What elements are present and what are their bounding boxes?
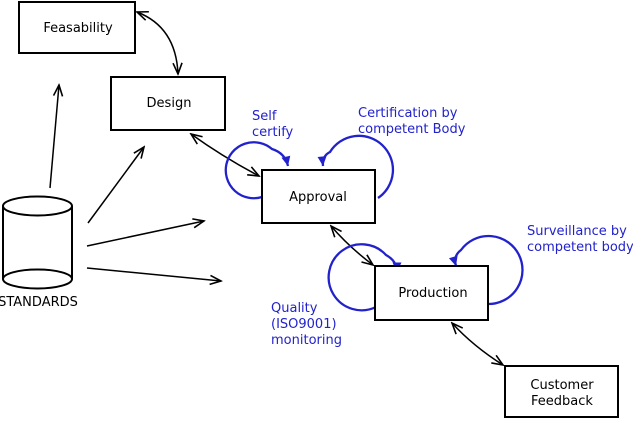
edges-black (49, 12, 503, 365)
approval-label: Approval (289, 190, 347, 205)
customer-feedback-box (504, 365, 619, 418)
edge-standards-approval (86, 221, 204, 247)
surveillance-line2: competent body (527, 240, 633, 255)
quality-line3: monitoring (271, 333, 342, 348)
surveillance-line1: Surveillance by (527, 224, 627, 239)
edge-standards-feasability (49, 85, 59, 189)
quality-line1: Quality (271, 301, 318, 316)
edge-standards-production (86, 267, 221, 281)
node-design: Design (110, 76, 226, 131)
production-label: Production (398, 286, 467, 301)
standards-cylinder-top (2, 195, 73, 217)
annotation-quality-monitoring: Quality (ISO9001) monitoring (271, 301, 342, 348)
production-box (374, 265, 489, 321)
feasability-box (18, 1, 136, 54)
loop-surveillance (448, 234, 524, 306)
quality-line2: (ISO9001) (271, 317, 337, 332)
approval-box (261, 169, 376, 224)
edge-feasability-design (137, 12, 178, 74)
standards-label: STANDARDS (0, 295, 78, 310)
customer-feedback-label-line1: Customer (530, 378, 594, 393)
standards-cylinder-bottom (2, 268, 73, 290)
edge-design-approval (191, 134, 259, 176)
annotation-self-certify: Self certify (252, 109, 294, 140)
certification-line2: competent Body (358, 122, 466, 137)
self-certify-line1: Self (252, 109, 277, 124)
certification-line1: Certification by (358, 106, 458, 121)
loop-quality-monitoring (327, 243, 402, 312)
feasability-label: Feasability (43, 21, 113, 36)
design-label: Design (147, 96, 192, 111)
node-approval: Approval (261, 169, 376, 224)
loop-self-certify (224, 141, 291, 200)
edges-blue-loops (224, 134, 524, 312)
self-certify-line2: certify (252, 125, 294, 140)
edge-standards-design (87, 147, 144, 224)
annotation-surveillance: Surveillance by competent body (527, 224, 633, 255)
annotation-certification: Certification by competent Body (358, 106, 466, 137)
loop-certification (317, 134, 395, 199)
node-production: Production (374, 265, 489, 321)
node-standards: STANDARDS (0, 195, 78, 310)
node-feasability: Feasability (18, 1, 136, 54)
customer-feedback-label-line2: Feedback (531, 394, 593, 409)
edge-production-customer-feedback (452, 323, 503, 365)
node-customer-feedback: Customer Feedback (504, 365, 619, 418)
design-box (110, 76, 226, 131)
